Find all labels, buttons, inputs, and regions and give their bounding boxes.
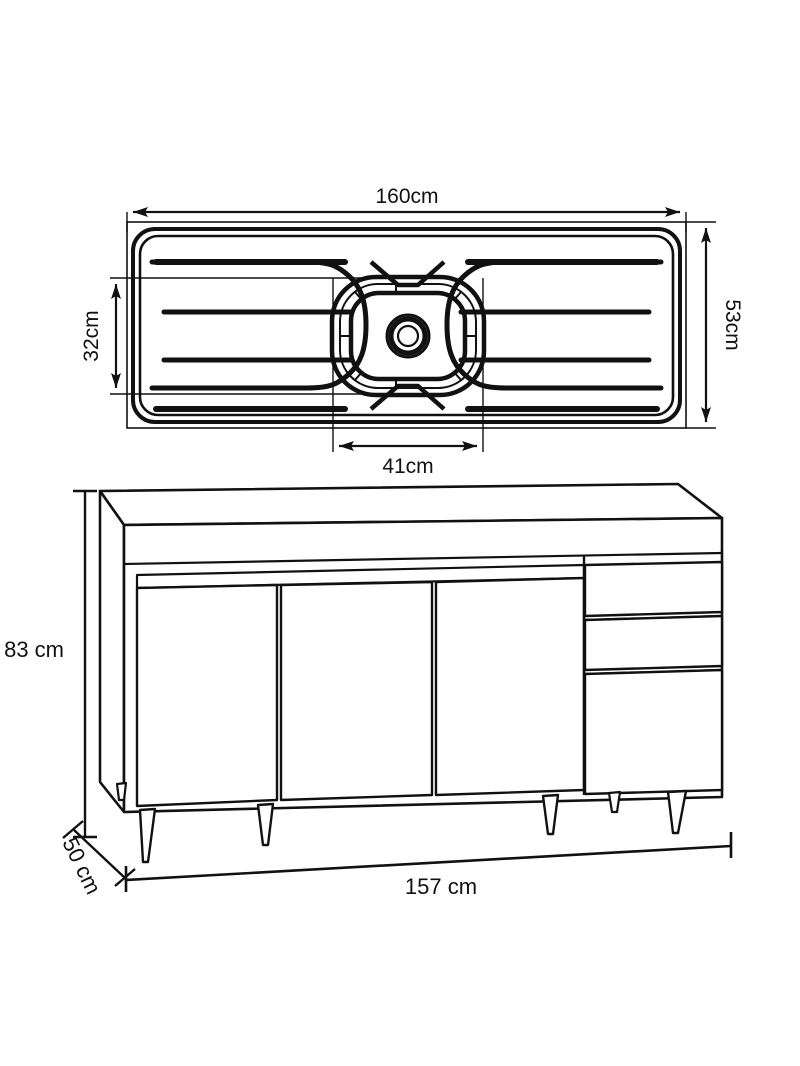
sink-chevron-top [369, 260, 446, 288]
dim-label-50cm: 50 cm [57, 833, 106, 898]
dim-line-157cm [125, 844, 732, 882]
dim-label-53cm: 53cm [721, 299, 744, 350]
cabinet-leg-front-left [138, 807, 157, 864]
cabinet-door-1 [135, 583, 279, 808]
cabinet-door-2 [279, 580, 434, 802]
sink-frame-inner [138, 234, 675, 417]
cabinet-drawer-1 [583, 560, 724, 618]
sink-drain-hole [396, 324, 420, 348]
cabinet-door-3 [434, 576, 586, 797]
sink-drain-mid-ring [388, 316, 428, 356]
sink-basin-tick-tl [354, 291, 363, 301]
sink-drain-outer-ring [385, 313, 431, 359]
cabinet-leg-back-left [115, 781, 128, 802]
sink-left-drainboard [149, 259, 369, 391]
cabinet-perspective-view: 83 cm 50 cm 157 cm [4, 482, 733, 899]
sink-frame-outer [131, 227, 682, 424]
cabinet-leg-front-mid [256, 802, 275, 847]
sink-chevron-bottom [369, 383, 446, 411]
dim-tick-50-top [62, 820, 84, 839]
dim-label-157cm: 157 cm [405, 874, 477, 899]
sink-basin-ring-outer [329, 274, 487, 398]
cabinet-leg-far-right [666, 789, 688, 835]
cabinet-leg-front-right [541, 793, 560, 836]
cabinet-left-side-panel [98, 489, 126, 814]
sink-right-drainboard [444, 259, 664, 391]
cabinet-leg-back-right [607, 790, 622, 814]
sink-basin-tick-tr [453, 291, 462, 301]
cabinet-top-rail-line [123, 551, 723, 566]
sink-top-view: 160cm 53cm 32cm 41cm [80, 185, 744, 478]
dim-label-41cm: 41cm [382, 455, 433, 478]
dim-label-160cm: 160cm [375, 185, 438, 208]
sink-basin-tick-br [453, 371, 462, 381]
dim-line-50cm [73, 829, 126, 879]
sink-outer-rect [126, 221, 687, 429]
cabinet-drawer-2 [583, 614, 724, 672]
dim-label-83cm: 83 cm [4, 637, 64, 662]
cabinet-drawer-3 [583, 668, 724, 796]
dim-label-32cm: 32cm [80, 310, 103, 361]
sink-basin-tick-bl [354, 371, 363, 381]
